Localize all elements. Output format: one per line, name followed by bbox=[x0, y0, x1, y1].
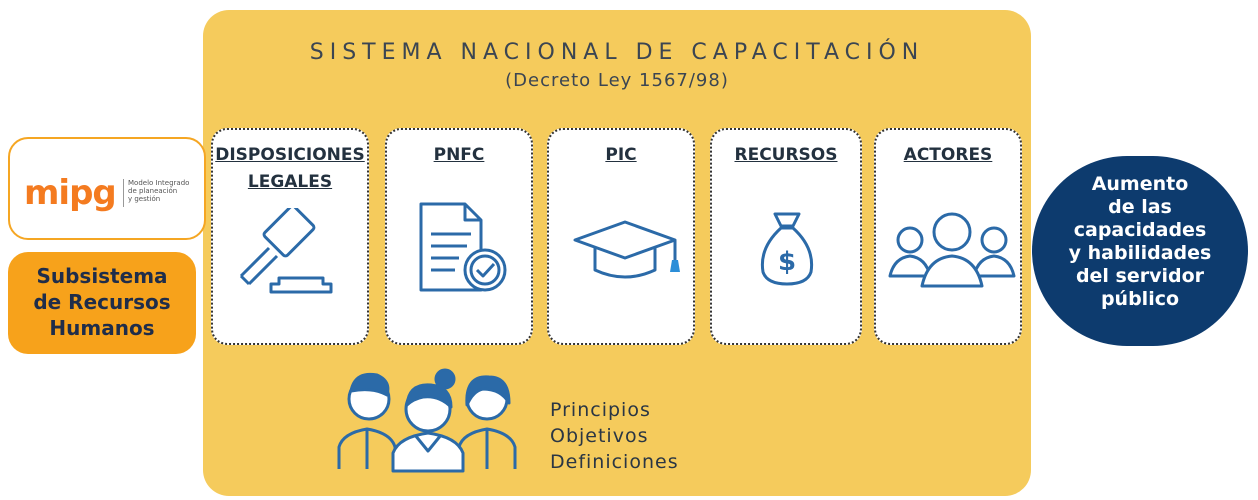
mipg-description: Modelo Integrado de planeación y gestión bbox=[128, 179, 189, 203]
principles-item: Definiciones bbox=[550, 451, 679, 473]
money-bag-icon: $ bbox=[760, 212, 814, 286]
outcome-line: y habilidades bbox=[1068, 242, 1212, 264]
card-disposiciones-legales: DISPOSICIONES LEGALES bbox=[211, 128, 369, 345]
mipg-logo: mipg bbox=[24, 173, 117, 213]
outcome-label: Aumento de las capacidades y habilidades… bbox=[1032, 173, 1248, 311]
subsistema-label: Subsistema de Recursos Humanos bbox=[8, 263, 196, 341]
outcome-line: de las bbox=[1108, 196, 1172, 218]
outcome-line: capacidades bbox=[1073, 219, 1207, 241]
subsistema-box: Subsistema de Recursos Humanos bbox=[8, 252, 196, 354]
card-label: RECURSOS bbox=[734, 145, 838, 165]
card-label-line: DISPOSICIONES bbox=[215, 145, 365, 165]
outcome-line: público bbox=[1100, 288, 1180, 310]
card-label-line: LEGALES bbox=[247, 172, 333, 192]
svg-text:$: $ bbox=[778, 247, 796, 277]
document-check-icon bbox=[419, 202, 507, 292]
mipg-box: mipg Modelo Integrado de planeación y ge… bbox=[8, 137, 206, 240]
mipg-desc-line: de planeación bbox=[128, 187, 178, 195]
outcome-line: del servidor bbox=[1075, 265, 1205, 287]
card-actores: ACTORES bbox=[874, 128, 1022, 345]
mipg-desc-line: y gestión bbox=[128, 195, 161, 203]
mipg-desc-line: Modelo Integrado bbox=[128, 179, 190, 187]
card-recursos: RECURSOS $ bbox=[710, 128, 862, 345]
graduation-cap-icon bbox=[573, 220, 680, 279]
diagram-title: SISTEMA NACIONAL DE CAPACITACIÓN bbox=[309, 40, 925, 65]
mipg-separator bbox=[123, 179, 124, 207]
principles-item: Objetivos bbox=[550, 425, 649, 447]
card-label: ACTORES bbox=[903, 145, 993, 165]
outcome-line: Aumento bbox=[1091, 173, 1189, 195]
card-label: PNFC bbox=[433, 145, 485, 165]
subsistema-line: Subsistema bbox=[36, 264, 168, 288]
diagram-subtitle: (Decreto Ley 1567/98) bbox=[505, 70, 729, 91]
principles-list: Principios Objetivos Definiciones bbox=[550, 397, 679, 475]
card-label: PIC bbox=[605, 145, 637, 165]
card-pic: PIC bbox=[547, 128, 695, 345]
principles-item: Principios bbox=[550, 399, 651, 421]
people-group-icon bbox=[888, 212, 1016, 288]
outcome-circle: Aumento de las capacidades y habilidades… bbox=[1032, 156, 1248, 346]
card-pnfc: PNFC bbox=[385, 128, 533, 345]
gavel-icon bbox=[239, 208, 333, 294]
subsistema-line: de Recursos bbox=[33, 290, 171, 314]
team-icon bbox=[337, 368, 517, 473]
subsistema-line: Humanos bbox=[49, 316, 155, 340]
card-label: DISPOSICIONES LEGALES bbox=[213, 142, 367, 196]
